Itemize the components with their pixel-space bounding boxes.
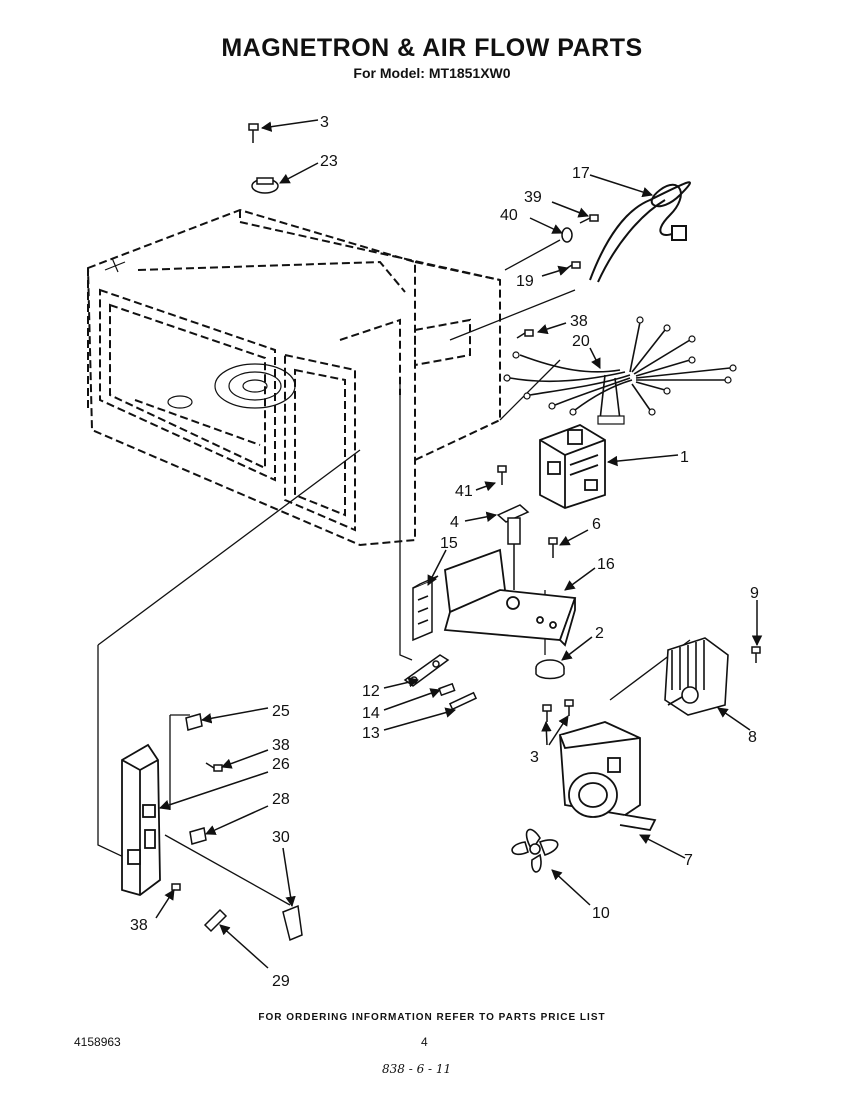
- callout-3-lower: 3: [530, 749, 539, 766]
- model-subtitle: For Model: MT1851XW0: [353, 65, 511, 81]
- handwritten-note: 838 - 6 - 11: [382, 1062, 452, 1076]
- part-magnetron-1: [539, 424, 606, 509]
- harness-connectors: [503, 316, 737, 425]
- callout-30: 30: [272, 829, 290, 846]
- part-air-guide-16: [443, 548, 577, 647]
- callout-7: 7: [684, 852, 693, 869]
- callout-39: 39: [524, 189, 542, 206]
- callout-25: 25: [272, 703, 290, 720]
- callout-17: 17: [572, 165, 590, 182]
- callout-3-top: 3: [320, 114, 329, 131]
- part-switch-28: [189, 827, 207, 845]
- callout-14: 14: [362, 705, 380, 722]
- callout-9: 9: [750, 585, 759, 602]
- part-fan-blade-10: [511, 828, 559, 873]
- callout-1: 1: [680, 449, 689, 466]
- cavity-outline: [86, 208, 501, 547]
- callout-4: 4: [450, 514, 459, 531]
- part-pin-14: [438, 682, 456, 697]
- part-latch-base-26: [121, 743, 161, 896]
- part-thermostat-2: [535, 659, 565, 680]
- callout-38-bottom: 38: [130, 917, 148, 934]
- callout-28: 28: [272, 791, 290, 808]
- part-screw-38-top: [516, 329, 534, 339]
- callout-40: 40: [500, 207, 518, 224]
- part-washer-40: [561, 227, 573, 243]
- part-screw-39: [579, 214, 599, 224]
- part-wire-harness-20: [509, 321, 731, 421]
- ordering-note: FOR ORDERING INFORMATION REFER TO PARTS …: [258, 1012, 606, 1023]
- part-lever-30: [282, 904, 303, 942]
- part-screw-3-lower: [542, 699, 574, 722]
- part-fan-housing-7: [559, 721, 657, 831]
- callout-10: 10: [592, 905, 610, 922]
- page-title: MAGNETRON & AIR FLOW PARTS: [221, 34, 643, 62]
- callout-arrows: [155, 119, 763, 969]
- callout-2: 2: [595, 625, 604, 642]
- part-pin-13: [448, 691, 478, 711]
- part-sensor-4: [496, 504, 530, 590]
- leader-lines: [97, 239, 691, 906]
- part-thermostat-23: [251, 177, 279, 194]
- document-number: 4158963: [74, 1035, 121, 1049]
- part-screw-3-top: [248, 123, 259, 143]
- part-switch-29: [203, 908, 228, 933]
- part-screw-9: [751, 646, 761, 663]
- callout-8: 8: [748, 729, 757, 746]
- page-number: 4: [421, 1035, 428, 1049]
- part-power-cord-17: [589, 181, 691, 283]
- part-bracket-15: [412, 575, 439, 642]
- callout-38-mid: 38: [272, 737, 290, 754]
- callout-41: 41: [455, 483, 473, 500]
- callout-19: 19: [516, 273, 534, 290]
- callout-6: 6: [592, 516, 601, 533]
- callout-13: 13: [362, 725, 380, 742]
- part-screw-38-bottom: [171, 883, 181, 891]
- part-screw-6: [548, 537, 558, 558]
- callout-29: 29: [272, 973, 290, 990]
- part-screw-41: [497, 465, 507, 485]
- part-switch-25: [185, 713, 203, 731]
- part-screw-38-mid: [205, 762, 223, 772]
- callout-38-top: 38: [570, 313, 588, 330]
- cavity-details: [104, 257, 296, 409]
- part-fan-motor-8: [664, 637, 729, 716]
- callout-23: 23: [320, 153, 338, 170]
- callout-20: 20: [572, 333, 590, 350]
- callout-15: 15: [440, 535, 458, 552]
- callout-12: 12: [362, 683, 380, 700]
- callout-16: 16: [597, 556, 615, 573]
- callout-26: 26: [272, 756, 290, 773]
